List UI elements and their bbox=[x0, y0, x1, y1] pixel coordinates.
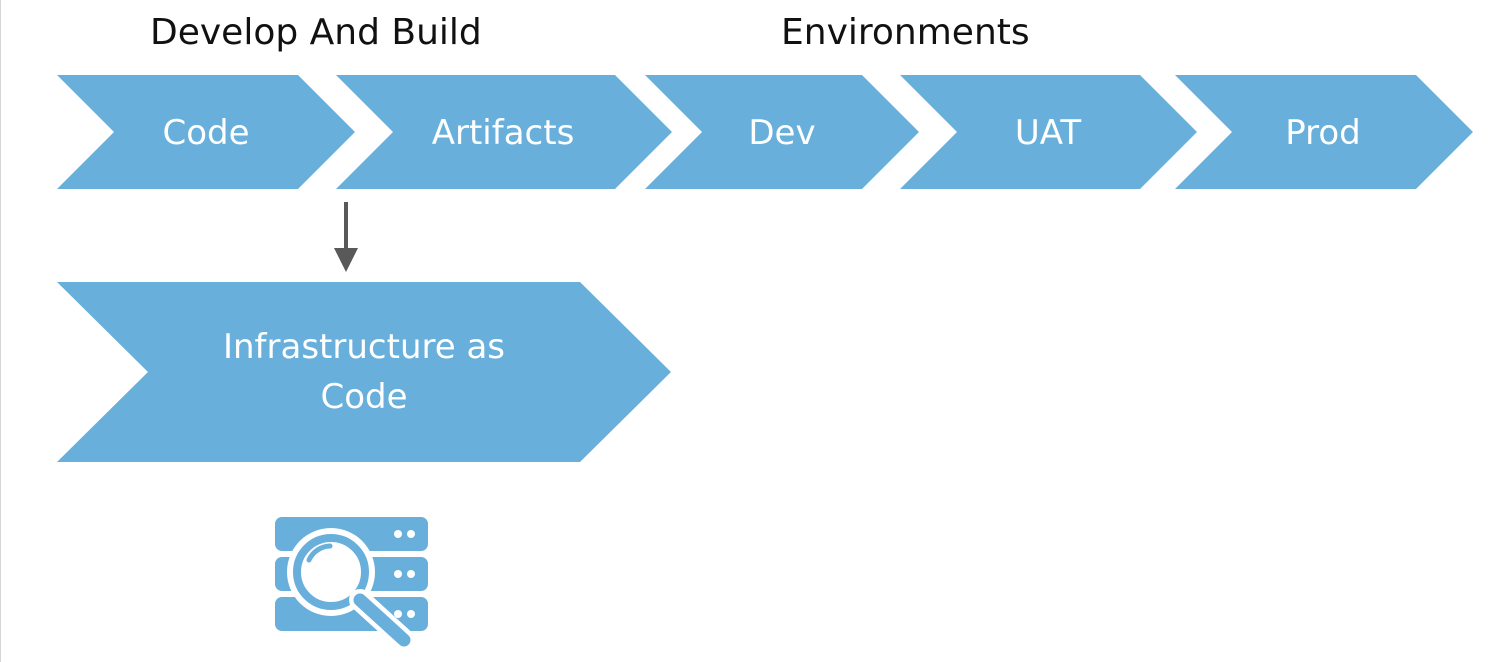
stage-code: Code bbox=[57, 75, 355, 189]
iac-label-line2: Code bbox=[320, 377, 407, 417]
stage-dev-label: Dev bbox=[748, 113, 815, 153]
left-border bbox=[0, 0, 1, 662]
heading-develop-and-build: Develop And Build bbox=[150, 12, 482, 53]
stage-dev: Dev bbox=[645, 75, 919, 189]
stage-prod: Prod bbox=[1175, 75, 1473, 189]
arrow-down-icon bbox=[334, 202, 358, 272]
heading-environments: Environments bbox=[781, 12, 1030, 53]
iac-label-line1: Infrastructure as bbox=[223, 327, 505, 367]
server-search-icon bbox=[275, 517, 428, 651]
stage-uat: UAT bbox=[900, 75, 1197, 189]
stage-uat-label: UAT bbox=[1015, 113, 1082, 153]
stage-code-label: Code bbox=[162, 113, 249, 153]
stage-artifacts-label: Artifacts bbox=[432, 113, 575, 153]
stage-artifacts: Artifacts bbox=[336, 75, 672, 189]
stage-prod-label: Prod bbox=[1285, 113, 1361, 153]
stage-infrastructure-as-code: Infrastructure as Code bbox=[57, 282, 671, 462]
